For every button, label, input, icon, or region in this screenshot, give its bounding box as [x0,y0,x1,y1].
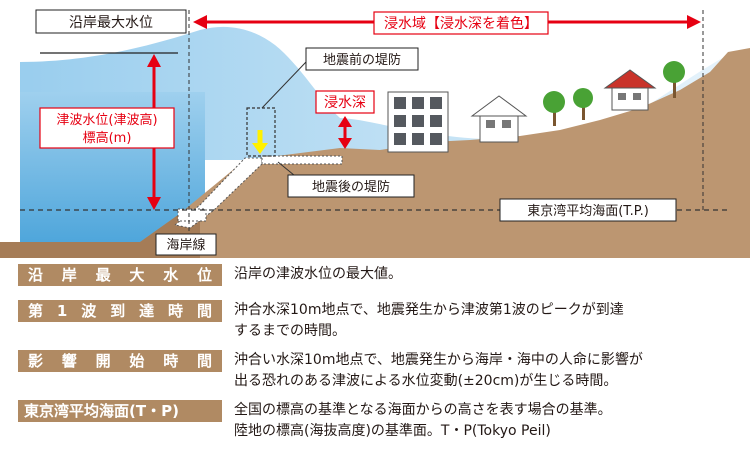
legend-desc: 全国の標高の基準となる海面からの高さを表す場合の基準。 陸地の標高(海抜高度)の… [234,400,744,442]
legend-term-char: 水 [163,266,179,284]
depth-arrow-bottom [338,138,352,149]
legend-term-char: 大 [129,266,145,284]
legend-term-char: 間 [196,302,212,320]
house-icon [603,69,657,111]
tsunami-diagram: 沿岸最大水位 浸水域【浸水深を着色】 地震前の堤防 浸水深 津波水位(津波高) … [0,9,750,258]
coast-block [177,208,207,222]
levee-after-label: 地震後の堤防 [312,179,390,195]
coastal-max-label-box [35,9,187,34]
legend-term: 沿岸最大水位 [18,264,222,286]
legend-desc-line: 沖合い水深10m地点で、地震発生から海岸・海中の人命に影響が [234,352,643,368]
ground-shadow [0,215,200,258]
inundation-arrow-right [687,15,701,29]
wave-level-label-box [39,107,175,149]
house-icon [470,95,528,143]
legend-desc-line: 沖合水深10m地点で、地震発生から津波第1波のピークが到達 [234,302,624,318]
legend-term-char: 最 [95,266,111,284]
subsidence-arrow-head [252,143,268,154]
inundation-area-label: 浸水域【浸水深を着色】 [384,15,538,32]
legend-desc: 沖合水深10m地点で、地震発生から津波第1波のピークが到達 するまでの時間。 [234,300,744,342]
tokyo-bay-mean-label-box [499,198,677,222]
tree-icon [543,61,685,126]
legend-term-char: 響 [61,352,77,370]
legend-term-char: 時 [163,352,179,370]
levee-after-label-box [287,174,415,198]
inundation-arrow-left [193,15,207,29]
legend-term-char: 達 [139,302,155,320]
legend-desc-line: するまでの時間。 [234,323,346,339]
depth-arrow-top [338,116,352,127]
legend-term: 影響開始時間 [18,350,222,372]
coastline-label: 海岸線 [166,237,205,253]
legend-term-char: 到 [110,302,126,320]
legend-term-char: 岸 [61,266,77,284]
legend-desc-line: 陸地の標高(海抜高度)の基準面。T・P(Tokyo Peil) [234,423,551,439]
levee-before-label-box [305,47,419,71]
coastal-max-label: 沿岸最大水位 [69,15,153,31]
inundation-area-label-box [373,11,549,35]
legend-term-char: 間 [196,352,212,370]
legend-desc-line: 出る恐れのある津波による水位変動(±20cm)が生じる時間。 [234,373,618,389]
legend-term-char: 影 [28,352,44,370]
wave-level-label-line2: 標高(m) [83,130,132,146]
levee-before-leader [261,61,307,109]
legend-desc: 沿岸の津波水位の最大値。 [234,264,744,285]
legend-term-char: 1 [56,302,68,320]
legend-desc-line: 全国の標高の基準となる海面からの高さを表す場合の基準。 [234,402,612,418]
wave-height-arrow-top [147,54,161,67]
wave-level-label-line1: 津波水位(津波高) [56,112,157,128]
apartment-building [387,91,449,153]
levee-top [261,155,343,165]
legend-term-char: 開 [95,352,111,370]
legend-desc-line: 沿岸の津波水位の最大値。 [234,266,402,282]
wave-height-arrow-bottom [147,197,161,210]
legend-desc: 沖合い水深10m地点で、地震発生から海岸・海中の人命に影響が 出る恐れのある津波… [234,350,744,392]
levee-before-label: 地震前の堤防 [323,52,401,68]
levee-before-outline [246,107,276,157]
inundation-depth-label: 浸水深 [324,95,366,111]
legend-term-char: 時 [168,302,184,320]
legend-term-char: 始 [129,352,145,370]
legend-term-char: 沿 [28,266,44,284]
legend-term-char: 波 [81,302,97,320]
legend-term-char: 第 [28,302,44,320]
inundation-depth-label-box [315,90,375,114]
legend-term: 東京湾平均海面(T・P) [18,400,222,422]
tokyo-bay-mean-label: 東京湾平均海面(T.P.) [527,203,649,219]
coastline-label-box [155,233,217,256]
legend-term-char: 位 [196,266,212,284]
